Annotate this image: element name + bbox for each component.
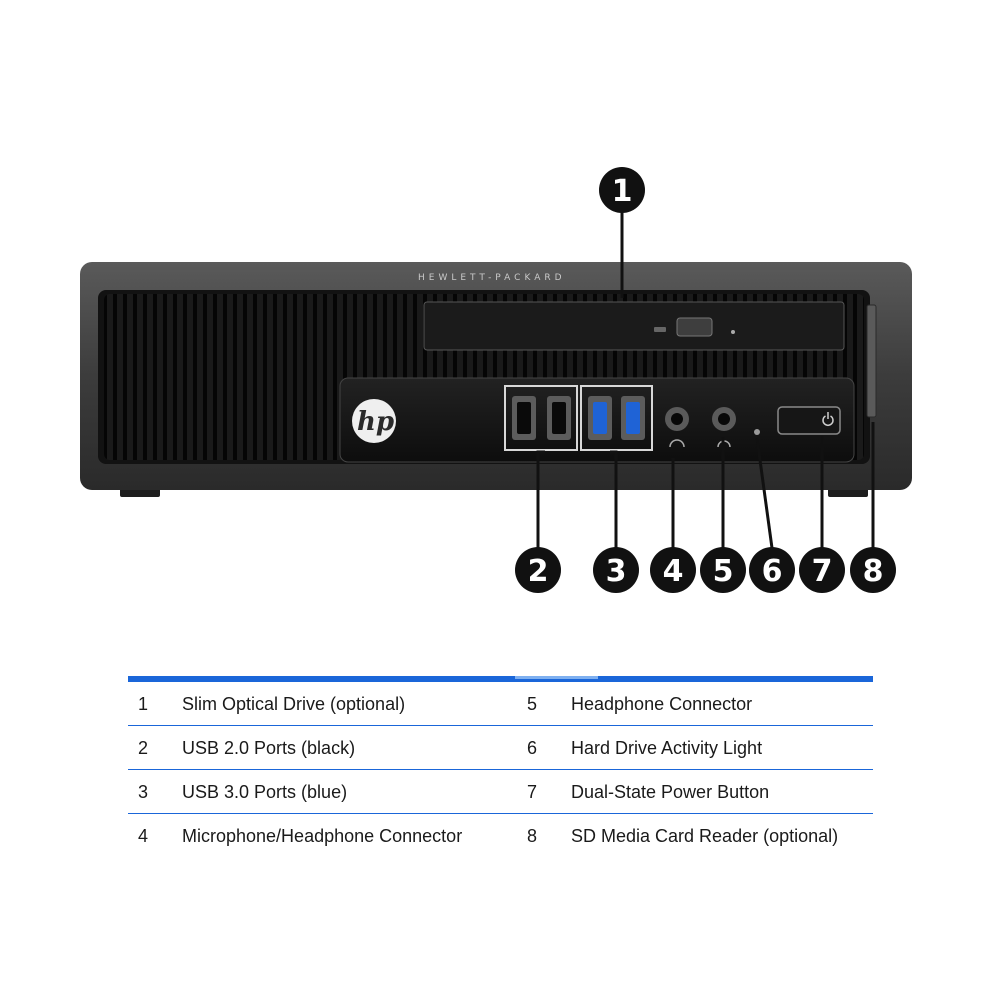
legend-row-divider	[128, 725, 873, 726]
microphone-headphone-jack[interactable]	[665, 407, 689, 431]
headset-icon	[669, 439, 685, 448]
callout-6: 6	[749, 547, 795, 593]
power-icon	[822, 412, 834, 427]
callout-5: 5	[700, 547, 746, 593]
leader-line-3	[610, 450, 618, 548]
legend-number: 2	[138, 738, 149, 758]
hard-drive-activity-light	[754, 429, 760, 435]
svg-text:2: 2	[528, 554, 549, 589]
svg-text:5: 5	[713, 554, 734, 589]
svg-text:3: 3	[606, 554, 627, 589]
computer-front-panel-diagram: HEWLETT-PACKARD hp	[80, 167, 912, 593]
callout-4: 4	[650, 547, 696, 593]
svg-text:8: 8	[863, 554, 884, 589]
hp-logo: hp	[352, 399, 396, 443]
callout-3: 3	[593, 547, 639, 593]
legend-label: Dual-State Power Button	[571, 782, 770, 802]
usb2-port-2[interactable]	[547, 396, 571, 440]
legend-label: Slim Optical Drive (optional)	[182, 694, 406, 714]
leader-lines	[536, 208, 875, 549]
callout-1: 1	[599, 167, 645, 213]
legend-label: Hard Drive Activity Light	[571, 738, 763, 758]
legend-number: 1	[138, 694, 149, 714]
svg-text:7: 7	[812, 554, 833, 589]
legend-number: 8	[527, 826, 538, 846]
leader-line-2	[536, 450, 545, 548]
svg-text:6: 6	[762, 554, 783, 589]
usb2-ports-group-outline	[504, 385, 578, 451]
callout-2: 2	[515, 547, 561, 593]
legend-number: 4	[138, 826, 149, 846]
sd-card-reader-slot	[866, 304, 877, 418]
usb3-port-1[interactable]	[588, 396, 612, 440]
legend-top-rule	[128, 676, 873, 682]
legend-number: 5	[527, 694, 538, 714]
callout-8: 8	[850, 547, 896, 593]
legend-number: 7	[527, 782, 538, 802]
optical-drive	[423, 301, 845, 351]
usb2-port-1[interactable]	[512, 396, 536, 440]
legend-row: 3 USB 3.0 Ports (blue) 7 Dual-State Powe…	[128, 770, 873, 814]
optical-eject-button[interactable]	[676, 317, 713, 337]
svg-text:4: 4	[663, 554, 684, 589]
callout-7: 7	[799, 547, 845, 593]
legend-label: USB 3.0 Ports (blue)	[182, 782, 348, 802]
legend-row: 1 Slim Optical Drive (optional) 5 Headph…	[128, 682, 873, 726]
optical-drive-led	[654, 327, 666, 332]
svg-text:1: 1	[612, 174, 633, 209]
legend-row-divider	[128, 769, 873, 770]
usb3-port-2[interactable]	[621, 396, 645, 440]
legend-number: 6	[527, 738, 538, 758]
legend-label: USB 2.0 Ports (black)	[182, 738, 356, 758]
legend-label: Headphone Connector	[571, 694, 753, 714]
power-button[interactable]	[777, 406, 841, 435]
legend-label: SD Media Card Reader (optional)	[571, 826, 839, 846]
legend-label: Microphone/Headphone Connector	[182, 826, 463, 846]
legend-row: 4 Microphone/Headphone Connector 8 SD Me…	[128, 814, 873, 858]
legend-row-divider	[128, 813, 873, 814]
brand-text: HEWLETT-PACKARD	[418, 273, 566, 283]
optical-emergency-eject-hole	[731, 330, 735, 334]
leader-line-6	[755, 437, 774, 549]
legend-row: 2 USB 2.0 Ports (black) 6 Hard Drive Act…	[128, 726, 873, 770]
usb3-ports-group-outline	[580, 385, 653, 451]
svg-text:hp: hp	[357, 407, 394, 437]
headphone-jack[interactable]	[712, 407, 736, 431]
legend-number: 3	[138, 782, 149, 802]
legend-top-rule-highlight	[515, 676, 598, 679]
